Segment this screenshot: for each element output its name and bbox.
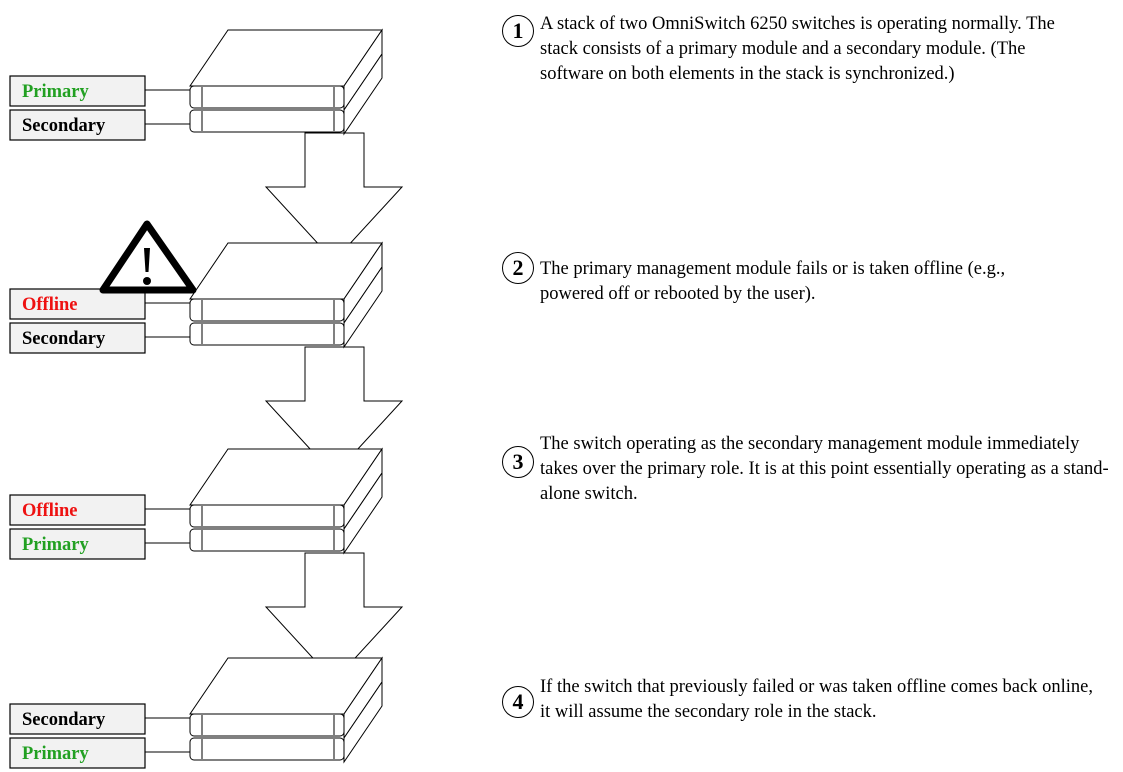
- switch-unit: [189, 322, 345, 346]
- role-label-primary: Primary: [22, 535, 90, 555]
- role-label-secondary: Secondary: [22, 710, 106, 730]
- step-2-text: The primary management module fails or i…: [540, 259, 1006, 304]
- switch-unit: [189, 109, 345, 133]
- role-label-primary: Primary: [22, 82, 90, 102]
- switch-unit: [189, 737, 345, 761]
- step-4-number: 4: [502, 686, 534, 718]
- step-4-text: If the switch that previously failed or …: [540, 677, 1093, 722]
- switch-unit: [189, 528, 345, 552]
- switch-unit: [189, 85, 345, 109]
- switch-unit: [189, 504, 345, 528]
- step-1-text: A stack of two OmniSwitch 6250 switches …: [540, 14, 1055, 84]
- role-label-box: [9, 322, 146, 354]
- role-label-box: [9, 75, 146, 107]
- role-label-box: [9, 109, 146, 141]
- step-1-number: 1: [502, 15, 534, 47]
- role-label-box: [9, 494, 146, 526]
- step-3-number: 3: [502, 446, 534, 478]
- down-arrow-2: [264, 346, 404, 476]
- role-label-box: [9, 288, 146, 320]
- switch-unit: [189, 298, 345, 322]
- step-3-text: The switch operating as the secondary ma…: [540, 434, 1109, 504]
- role-label-primary: Primary: [22, 744, 90, 764]
- down-arrow-3: [264, 552, 404, 682]
- down-arrow-1: [264, 132, 404, 262]
- warning-triangle-icon: [99, 220, 197, 294]
- role-label-secondary: Secondary: [22, 329, 106, 349]
- role-label-box: [9, 703, 146, 735]
- role-label-offline: Offline: [22, 295, 78, 315]
- role-label-secondary: Secondary: [22, 116, 106, 136]
- switch-unit: [189, 713, 345, 737]
- role-label-box: [9, 528, 146, 560]
- role-label-offline: Offline: [22, 501, 78, 521]
- step-2-number: 2: [502, 252, 534, 284]
- role-label-box: [9, 737, 146, 769]
